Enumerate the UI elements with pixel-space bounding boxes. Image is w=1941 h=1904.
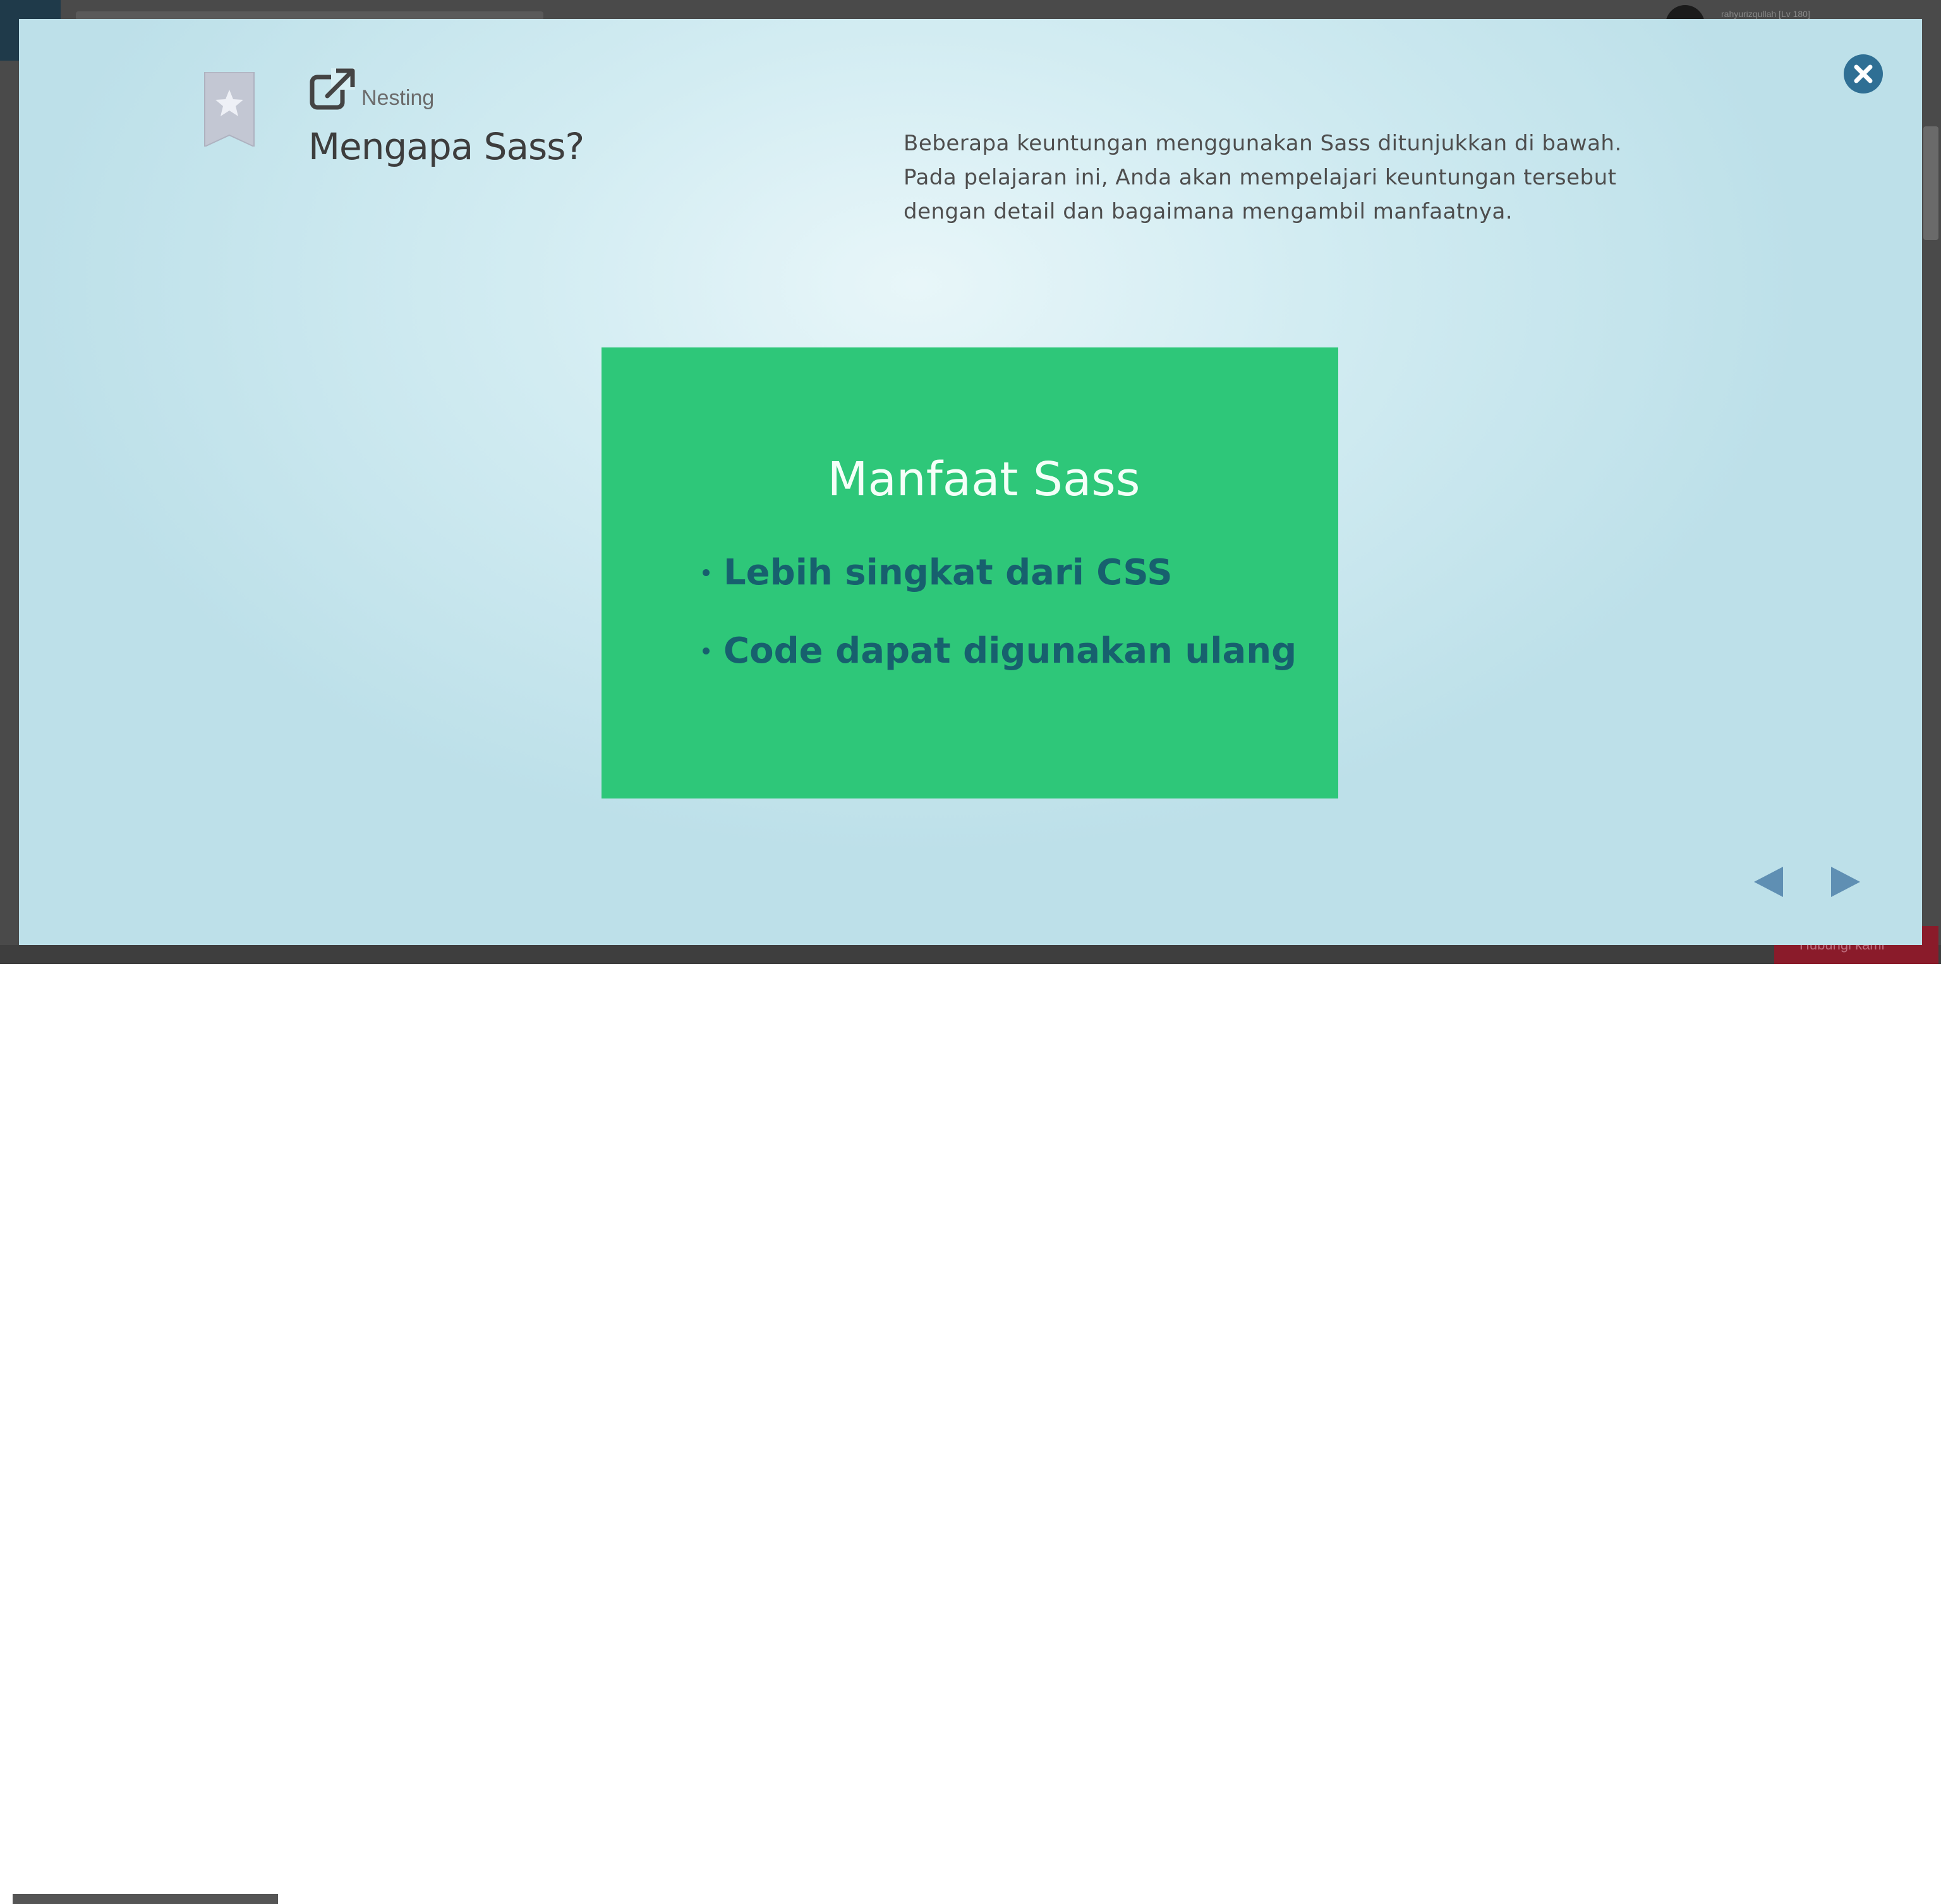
lesson-title: Mengapa Sass? xyxy=(308,125,584,168)
bookmark-star-icon[interactable] xyxy=(202,72,257,147)
slide-bullet: Lebih singkat dari CSS xyxy=(703,551,1297,594)
lesson-modal: Nesting Mengapa Sass? Beberapa keuntunga… xyxy=(19,19,1922,945)
slide-bullet-list: Lebih singkat dari CSS Code dapat diguna… xyxy=(703,551,1297,708)
bullet-dot xyxy=(703,647,710,654)
description-line: Beberapa keuntungan menggunakan Sass dit… xyxy=(904,131,1622,156)
section-label: Nesting xyxy=(361,86,435,110)
slide-title: Manfaat Sass xyxy=(827,452,1140,507)
user-name: rahyurizqullah [Lv 180] xyxy=(1721,9,1810,19)
close-button[interactable] xyxy=(1844,54,1883,93)
slide-bullet-text: Code dapat digunakan ulang xyxy=(723,630,1297,672)
description-line: Pada pelajaran ini, Anda akan mempelajar… xyxy=(904,165,1617,190)
slide-bullet-text: Lebih singkat dari CSS xyxy=(723,551,1173,593)
bullet-dot xyxy=(703,569,710,576)
slide-bullet: Code dapat digunakan ulang xyxy=(703,629,1297,672)
lesson-description: Beberapa keuntungan menggunakan Sass dit… xyxy=(904,126,1662,229)
lesson-slide: Manfaat Sass Lebih singkat dari CSS Code… xyxy=(602,347,1338,798)
description-line: dengan detail dan bagaimana mengambil ma… xyxy=(904,199,1513,224)
close-circle-icon xyxy=(1854,64,1873,83)
background-bottom-bar xyxy=(0,945,1941,1904)
background-scrollbar xyxy=(1923,126,1938,240)
arrow-left-icon[interactable] xyxy=(1751,864,1784,900)
arrow-right-icon[interactable] xyxy=(1830,864,1863,900)
background-search-bar xyxy=(76,11,543,20)
external-link-icon[interactable] xyxy=(310,68,355,110)
horizontal-scrollbar xyxy=(13,1894,278,1904)
